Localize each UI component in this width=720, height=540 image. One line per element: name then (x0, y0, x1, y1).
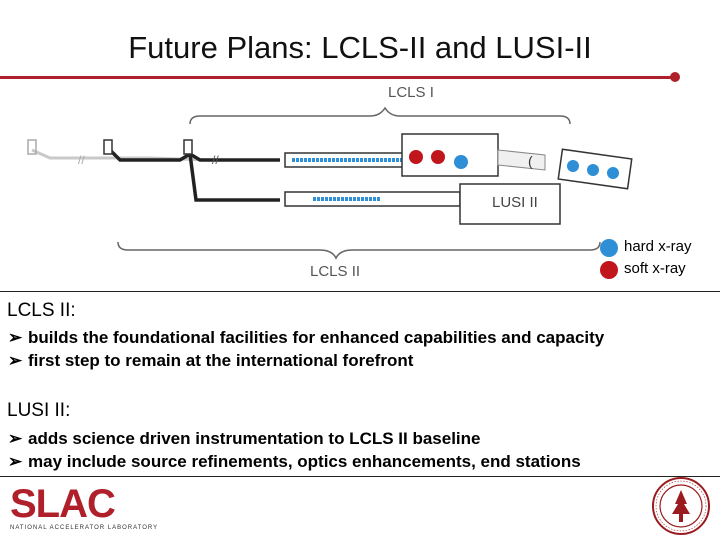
beam-transport (497, 149, 546, 171)
slac-logo: SLAC NATIONAL ACCELERATOR LABORATORY (10, 484, 158, 531)
bullet-arrow-icon: ➢ (8, 351, 23, 370)
facility-diagram-drawing: // // ( (27, 106, 633, 260)
linac-injector-faint (27, 139, 37, 155)
lcls-bullet-1: ➢builds the foundational facilities for … (8, 328, 605, 347)
bullet-arrow-icon: ➢ (8, 429, 23, 448)
legend-soft-xray-label: soft x-ray (624, 260, 686, 277)
bullet-arrow-icon: ➢ (8, 452, 23, 471)
slac-logo-subtext: NATIONAL ACCELERATOR LABORATORY (10, 525, 159, 531)
lcls2-linac-line (108, 148, 280, 202)
legend-hard-xray-label: hard x-ray (624, 238, 692, 255)
lcls1-label: LCLS I (388, 84, 434, 101)
lusi-heading: LUSI II: (7, 400, 71, 421)
title-rule-end-dot (670, 72, 680, 82)
svg-text://: // (78, 153, 85, 167)
lusi-bullet-2: ➢may include source refinements, optics … (8, 452, 581, 471)
title-rule (0, 76, 674, 79)
stanford-seal-icon (652, 477, 710, 535)
content-box: LCLS II: ➢builds the foundational facili… (0, 291, 720, 477)
slide-title: Future Plans: LCLS-II and LUSI-II (128, 30, 592, 65)
bullet-arrow-icon: ➢ (8, 328, 23, 347)
hard-xray-swatch (600, 239, 618, 257)
linac-injector-2 (183, 139, 193, 155)
svg-text://: // (212, 153, 219, 167)
lcls2-linac-branch (189, 152, 280, 162)
lcls2-label: LCLS II (310, 263, 361, 280)
linac-injector-1 (103, 139, 113, 155)
lusi2-label: LUSI II (492, 194, 538, 211)
lusi-bullet-1: ➢adds science driven instrumentation to … (8, 429, 481, 448)
slac-logo-text: SLAC (10, 482, 116, 526)
facility-diagram: // // ( LCLS I LCLS II LUSI II hard x-ra… (0, 80, 720, 290)
svg-text:(: ( (528, 153, 533, 169)
soft-xray-swatch (600, 261, 618, 279)
lower-undulator-tube (284, 191, 461, 207)
lcls-bullet-2: ➢first step to remain at the internation… (8, 351, 414, 370)
lusi2-hutch (459, 183, 561, 225)
lcls2-brace (117, 241, 601, 260)
lcls-heading: LCLS II: (7, 300, 76, 321)
lcls1-brace (189, 106, 571, 125)
